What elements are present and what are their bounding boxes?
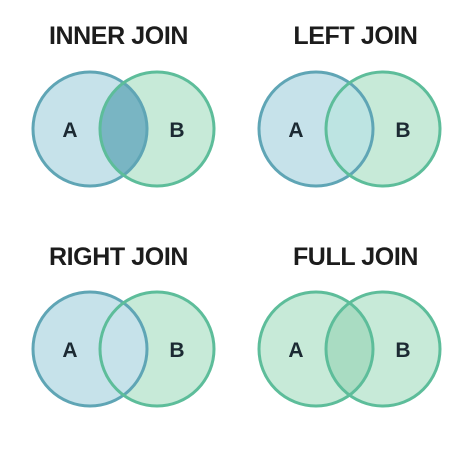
set-b-outline bbox=[324, 70, 442, 188]
intersection-region bbox=[326, 72, 373, 186]
intersection-region bbox=[100, 72, 147, 186]
left-join-venn: A B bbox=[257, 70, 442, 188]
set-a-outline bbox=[257, 70, 375, 188]
set-a-outline bbox=[31, 290, 149, 408]
intersection-region bbox=[326, 292, 373, 406]
set-b-label: B bbox=[395, 119, 410, 142]
full-join-title: FULL JOIN bbox=[292, 243, 419, 271]
set-a-outline bbox=[257, 290, 375, 408]
set-b-outline bbox=[324, 290, 442, 408]
set-b-label: B bbox=[169, 119, 184, 142]
right-join-title: RIGHT JOIN bbox=[48, 243, 189, 271]
right-join-panel: RIGHT JOIN A B bbox=[0, 237, 237, 474]
full-join-venn: A B bbox=[257, 290, 442, 408]
set-b-outline bbox=[98, 290, 216, 408]
inner-join-venn: A B bbox=[31, 70, 216, 188]
set-a-label: A bbox=[288, 119, 303, 142]
left-join-panel: LEFT JOIN A B bbox=[237, 0, 474, 237]
set-a-label: A bbox=[62, 339, 77, 362]
inner-join-title: INNER JOIN bbox=[48, 22, 189, 50]
set-b-label: B bbox=[395, 339, 410, 362]
set-a-label: A bbox=[62, 119, 77, 142]
full-join-panel: FULL JOIN A B bbox=[237, 237, 474, 474]
right-join-venn: A B bbox=[31, 290, 216, 408]
set-b-outline bbox=[98, 70, 216, 188]
intersection-region bbox=[100, 292, 147, 406]
left-join-title: LEFT JOIN bbox=[293, 22, 418, 50]
set-a-label: A bbox=[288, 339, 303, 362]
set-b-label: B bbox=[169, 339, 184, 362]
set-a-outline bbox=[31, 70, 149, 188]
inner-join-panel: INNER JOIN A B bbox=[0, 0, 237, 237]
